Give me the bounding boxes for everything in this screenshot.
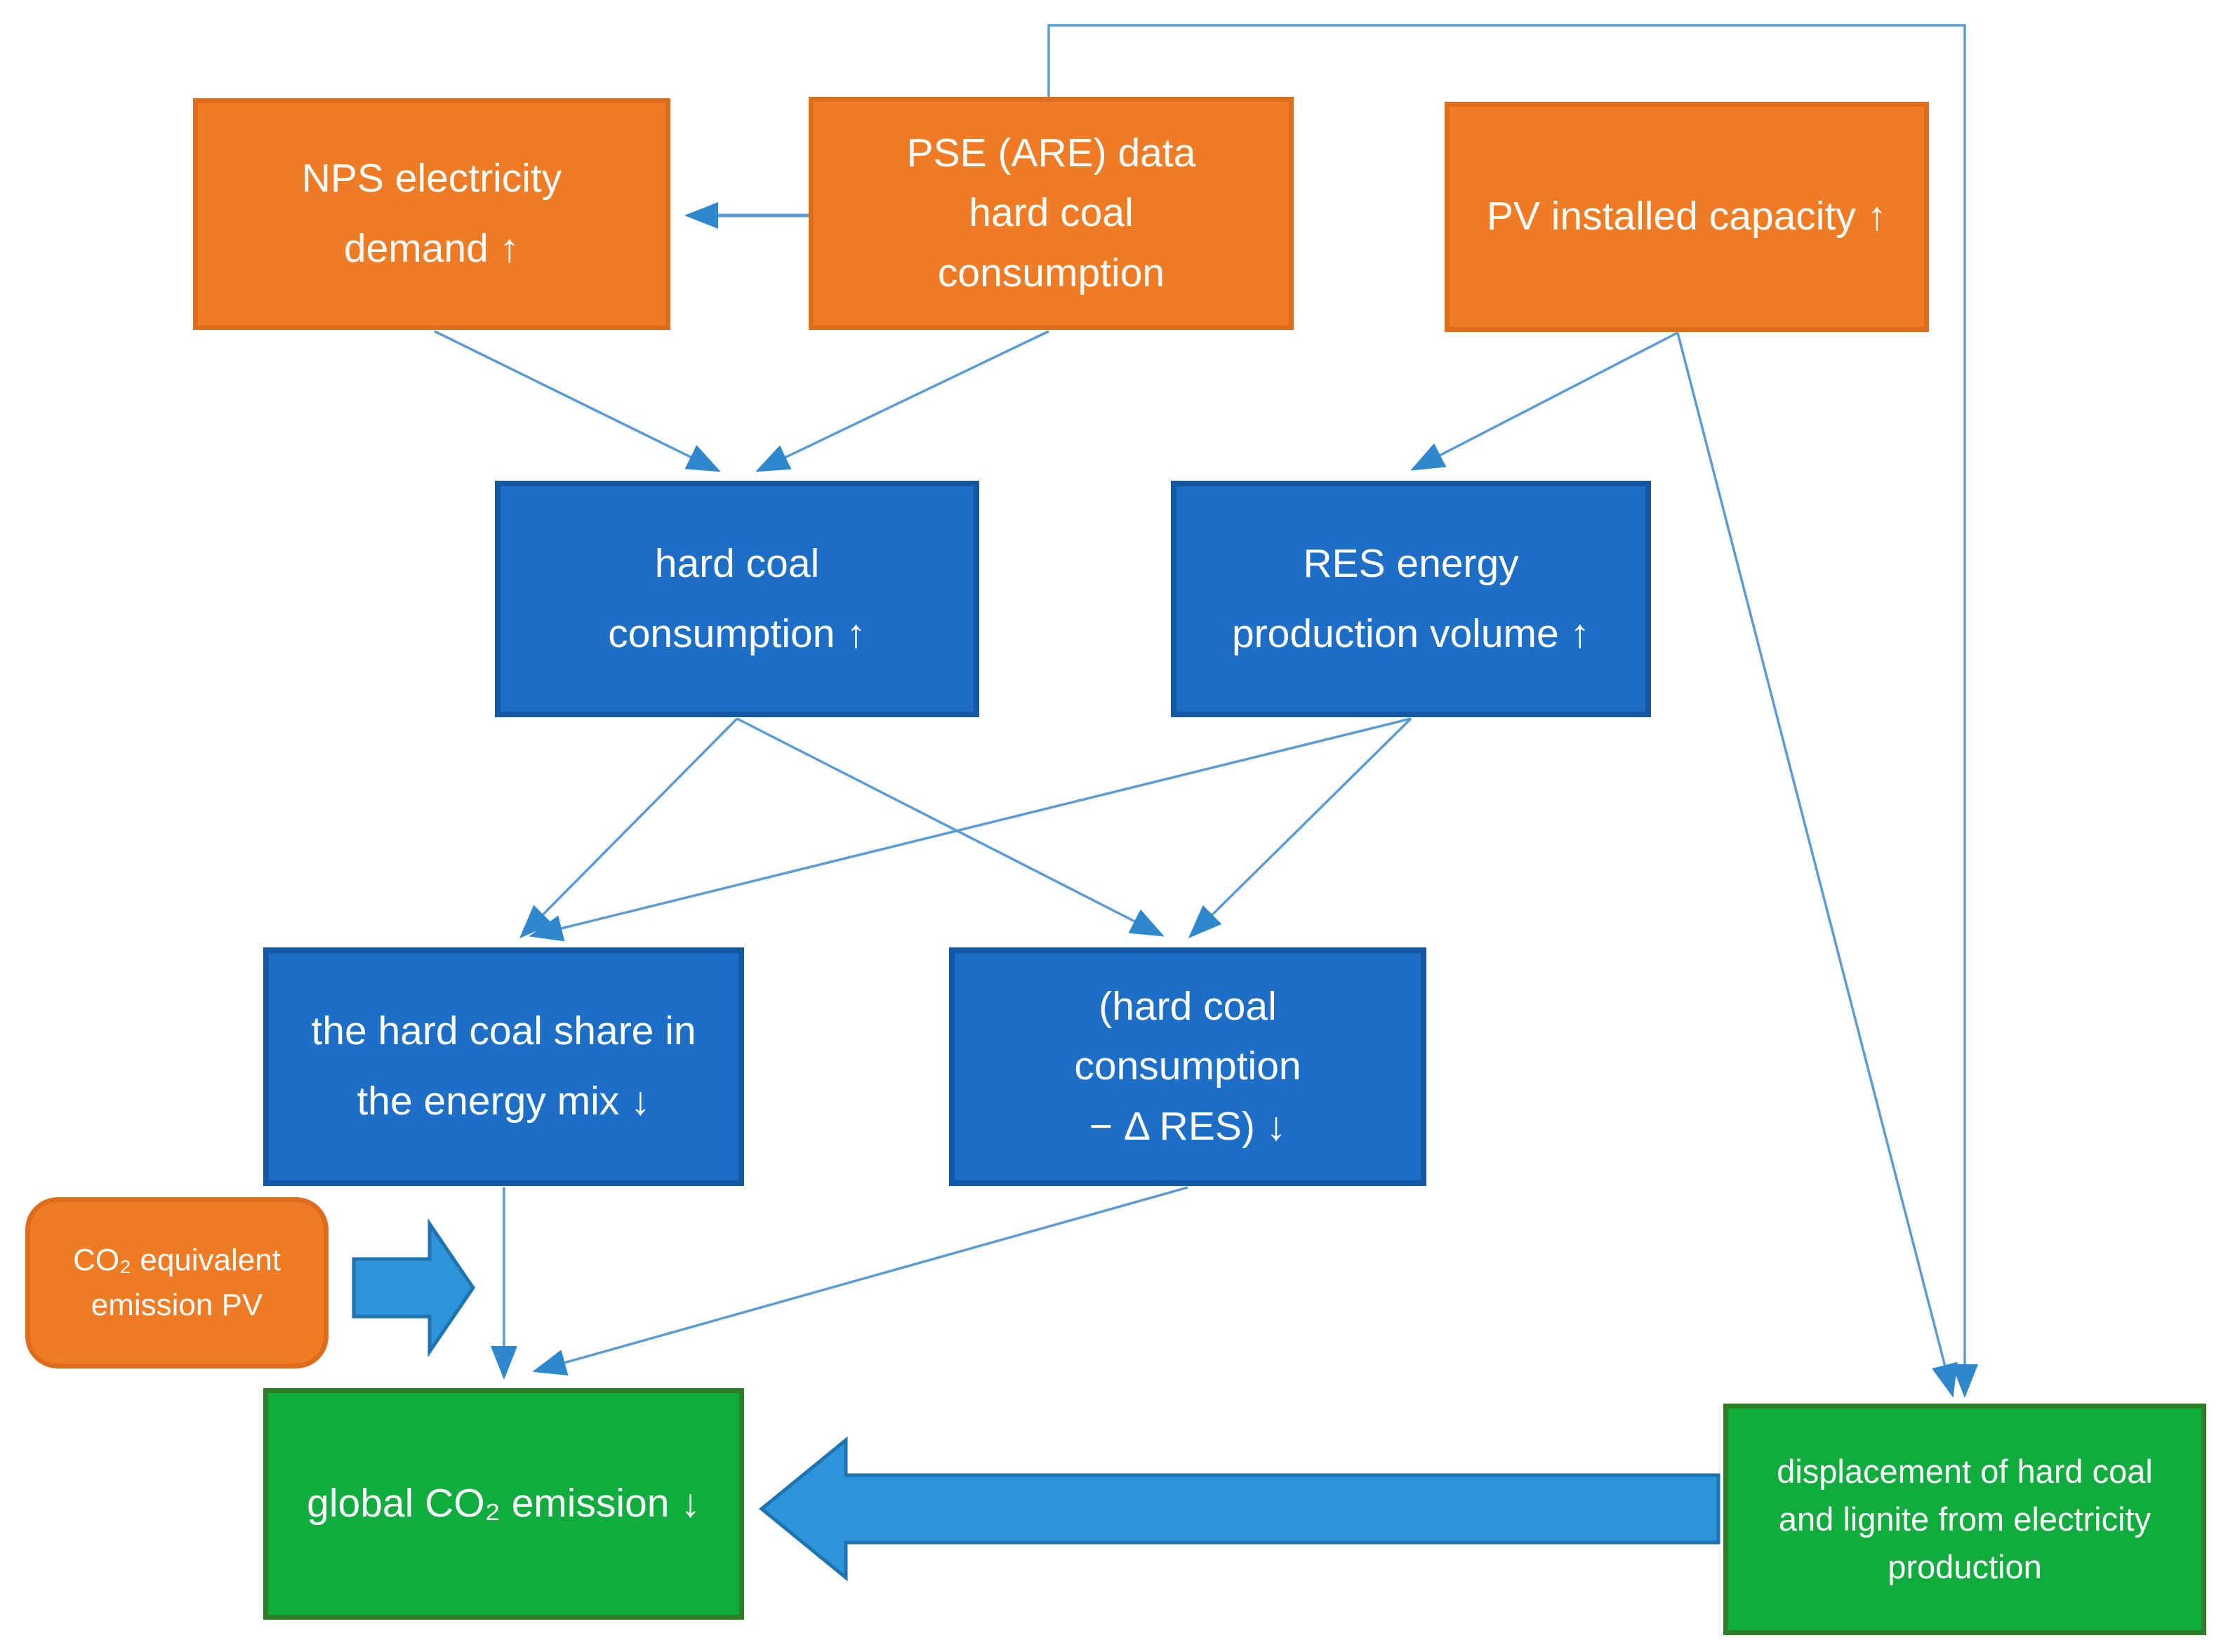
- node-pv-installed-capacity: PV installed capacity ↑: [1445, 102, 1929, 332]
- node-co2-equivalent-emission-pv: CO₂ equivalent emission PV: [25, 1197, 329, 1368]
- connector-pv-to-displacement: [1676, 332, 1958, 1398]
- connector-delta-to-global: [532, 1186, 1188, 1375]
- node-pse-are-data: PSE (ARE) data hard coal consumption: [809, 97, 1294, 330]
- node-share-label: the hard coal share in the energy mix ↓: [311, 1008, 696, 1124]
- connector-res-to-share: [529, 717, 1412, 942]
- node-co2eq-label: CO₂ equivalent emission PV: [73, 1243, 281, 1322]
- node-nps-electricity-demand: NPS electricity demand ↑: [193, 98, 670, 330]
- node-delta-label: (hard coal consumption − Δ RES) ↓: [1074, 983, 1301, 1149]
- node-hardcoal-label: hard coal consumption ↑: [608, 540, 866, 656]
- node-res-energy-production: RES energy production volume ↑: [1171, 481, 1651, 717]
- connector-pse-to-hardcoal: [755, 330, 1049, 472]
- co2eq-block-arrow: [352, 1218, 476, 1358]
- node-nps-label: NPS electricity demand ↑: [301, 156, 562, 271]
- connector-pse-to-displacement: [1047, 24, 1978, 1398]
- connector-pv-to-res: [1410, 331, 1678, 471]
- connector-res-to-delta: [1188, 717, 1412, 939]
- connector-hardcoal-to-share: [519, 717, 738, 939]
- node-consumption-minus-delta-res: (hard coal consumption − Δ RES) ↓: [949, 947, 1426, 1186]
- node-res-label: RES energy production volume ↑: [1231, 540, 1591, 656]
- node-pv-label: PV installed capacity ↑: [1486, 194, 1888, 239]
- displacement-block-arrow: [759, 1436, 1720, 1582]
- node-hard-coal-share: the hard coal share in the energy mix ↓: [263, 947, 744, 1186]
- node-displacement-hard-coal-lignite: displacement of hard coal and lignite fr…: [1723, 1404, 2206, 1635]
- connector-hardcoal-to-delta: [736, 717, 1165, 937]
- node-global-co2-emission: global CO₂ emission ↓: [263, 1388, 744, 1620]
- node-global-label: global CO₂ emission ↓: [307, 1481, 701, 1526]
- node-hard-coal-consumption: hard coal consumption ↑: [495, 481, 979, 717]
- node-pse-label: PSE (ARE) data hard coal consumption: [906, 130, 1196, 295]
- node-displacement-label: displacement of hard coal and lignite fr…: [1777, 1452, 2153, 1586]
- connector-nps-to-hardcoal: [434, 330, 721, 472]
